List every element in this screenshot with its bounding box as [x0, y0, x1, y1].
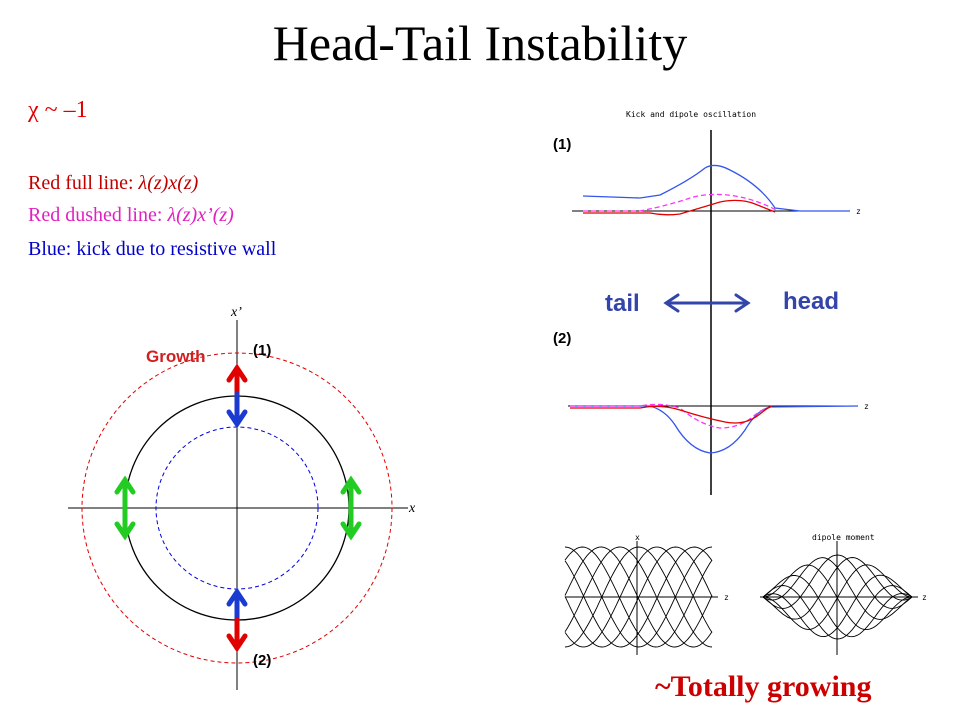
- kick-dipole-plot: Kick and dipole oscillation z z: [568, 110, 869, 495]
- mini-plot-x-title: x: [635, 533, 640, 542]
- mini-plot-x-zlabel: z: [724, 593, 729, 602]
- legend-blue: Blue: kick due to resistive wall: [28, 238, 277, 260]
- mini-curve: [762, 585, 913, 640]
- plot2-z-label: z: [864, 402, 869, 411]
- top-red-arrow: [226, 363, 248, 397]
- plot2-magenta-dashed: [570, 403, 776, 429]
- phase-label-1: (1): [253, 342, 272, 359]
- growth-label: Growth: [146, 347, 206, 366]
- plot1-z-label: z: [856, 207, 861, 216]
- bottom-blue-arrow: [226, 587, 248, 623]
- mini-plot-dipole-curves: [762, 554, 913, 640]
- bottom-red-arrow: [226, 617, 248, 653]
- axis-xprime-label: x’: [230, 305, 242, 320]
- mini-curve: [564, 546, 713, 648]
- legend-red-full-expr: λ(z)x(z): [138, 172, 199, 194]
- mini-plot-x-curves: [564, 546, 713, 648]
- legend-red-dashed-expr: λ(z)x’(z): [167, 204, 234, 226]
- mini-curve: [762, 574, 913, 638]
- outer-dashed-circle: [81, 352, 393, 664]
- plot2-blue-kick: [570, 405, 859, 454]
- mini-curve: [564, 546, 713, 648]
- legend-red-dashed: Red dushed line: λ(z)x’(z): [28, 204, 234, 227]
- mini-plot-dipole: dipole moment z: [760, 533, 927, 655]
- chi-label: χ ~ –1: [28, 97, 88, 123]
- plot1-blue-kick: [582, 164, 850, 212]
- legend-red-full: Red full line: λ(z)x(z): [28, 172, 198, 195]
- mini-plot-dipole-zlabel: z: [922, 593, 927, 602]
- head-label: head: [783, 288, 840, 315]
- mini-curve: [762, 564, 913, 630]
- page-title: Head-Tail Instability: [272, 15, 688, 71]
- conclusion-text: ~Totally growing: [655, 670, 872, 703]
- mini-plot-dipole-title: dipole moment: [812, 533, 875, 542]
- left-green-arrow: [114, 475, 136, 541]
- mini-curve: [564, 546, 713, 648]
- tail-head-arrow: [663, 293, 751, 313]
- plot2-red-full: [570, 405, 773, 424]
- plot-label-1: (1): [553, 136, 572, 153]
- legend-red-full-text: Red full line:: [28, 172, 139, 194]
- tail-label: tail: [605, 290, 640, 317]
- top-blue-arrow: [226, 391, 248, 429]
- right-green-arrow: [340, 475, 362, 541]
- plot-label-2: (2): [553, 330, 572, 347]
- plot1-red-full: [583, 199, 776, 216]
- phase-label-2: (2): [253, 652, 272, 669]
- legend-red-dashed-text: Red dushed line:: [28, 204, 168, 226]
- mini-curve: [564, 546, 713, 648]
- axis-x-label: x: [408, 501, 416, 516]
- plot-title: Kick and dipole oscillation: [626, 110, 756, 119]
- phase-space-diagram: x x’: [68, 305, 416, 690]
- plot1-magenta-dashed: [583, 193, 779, 212]
- mini-plot-x: x z: [564, 533, 729, 655]
- mini-curve: [762, 554, 913, 609]
- mini-curve: [564, 546, 713, 648]
- mini-curve: [762, 557, 913, 620]
